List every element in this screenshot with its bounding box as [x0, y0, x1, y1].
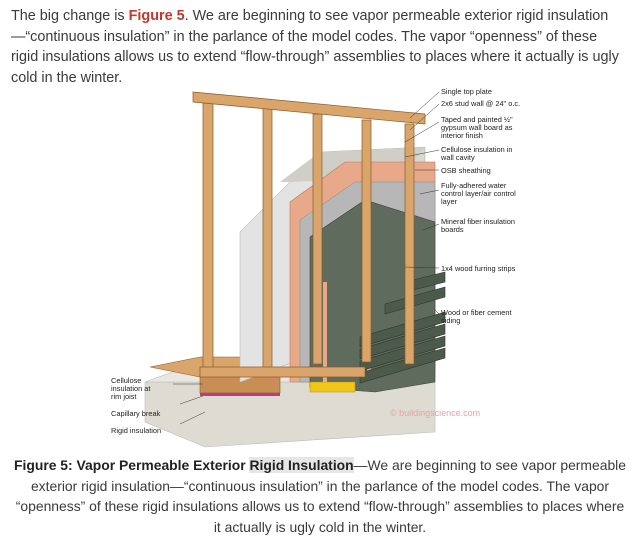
caption-body: —We are beginning to see vapor permeable… [15, 457, 626, 535]
label-0: Single top plate [441, 87, 492, 96]
label-2: Taped and painted ½" [441, 115, 513, 124]
label-8: Fully-adhered water [441, 181, 507, 190]
label-6: wall cavity [440, 153, 475, 162]
wall-assembly-figure: Single top plate 2x6 stud wall @ 24" o.c… [105, 82, 535, 452]
right-labels: Single top plate 2x6 stud wall @ 24" o.c… [440, 87, 520, 325]
leader-lines-left [173, 383, 206, 425]
intro-prefix: The big change is [11, 8, 129, 24]
label-7: OSB sheathing [441, 166, 491, 175]
siding [359, 271, 446, 384]
yellow-sill [309, 381, 356, 393]
wall-assembly-diagram: Single top plate 2x6 stud wall @ 24" o.c… [111, 87, 520, 448]
left-label-3: Capillary break [111, 409, 161, 418]
label-3: gypsum wall board as [441, 123, 513, 132]
intro-paragraph: The big change is Figure 5. We are begin… [11, 6, 627, 88]
label-15: siding [441, 316, 460, 325]
capillary-break [200, 393, 280, 396]
caption-title-a: Figure 5: Vapor Permeable Exterior [14, 457, 250, 473]
label-1: 2x6 stud wall @ 24" o.c. [441, 99, 520, 108]
left-labels: Cellulose insulation at rim joist Capill… [111, 376, 161, 435]
left-label-2: rim joist [111, 392, 136, 401]
bottom-plate [199, 366, 366, 378]
left-label-4: Rigid insulation [111, 426, 161, 435]
left-label-0: Cellulose [111, 376, 141, 385]
left-label-1: insulation at [111, 384, 150, 393]
label-11: Mineral fiber insulation [441, 217, 515, 226]
label-10: layer [441, 197, 458, 206]
caption-title: Figure 5: Vapor Permeable Exterior Rigid… [14, 457, 354, 473]
intro-suffix: . We are beginning to see vapor permeabl… [11, 8, 619, 86]
leader-lines-right [404, 91, 440, 315]
top-plate [192, 91, 426, 125]
figure-5-link[interactable]: Figure 5 [128, 8, 185, 24]
furring-strip-1 [323, 282, 327, 382]
label-9: control layer/air control [441, 189, 516, 198]
label-5: Cellulose insulation in [441, 145, 513, 154]
label-14: Wood or fiber cement [441, 308, 512, 317]
caption-title-highlight: Rigid Insulation [249, 457, 354, 473]
watermark: © buildingscience.com [390, 408, 480, 418]
label-12: boards [441, 225, 464, 234]
figure-caption: Figure 5: Vapor Permeable Exterior Rigid… [14, 455, 626, 537]
label-4: interior finish [441, 131, 483, 140]
label-13: 1x4 wood furring strips [441, 264, 516, 273]
